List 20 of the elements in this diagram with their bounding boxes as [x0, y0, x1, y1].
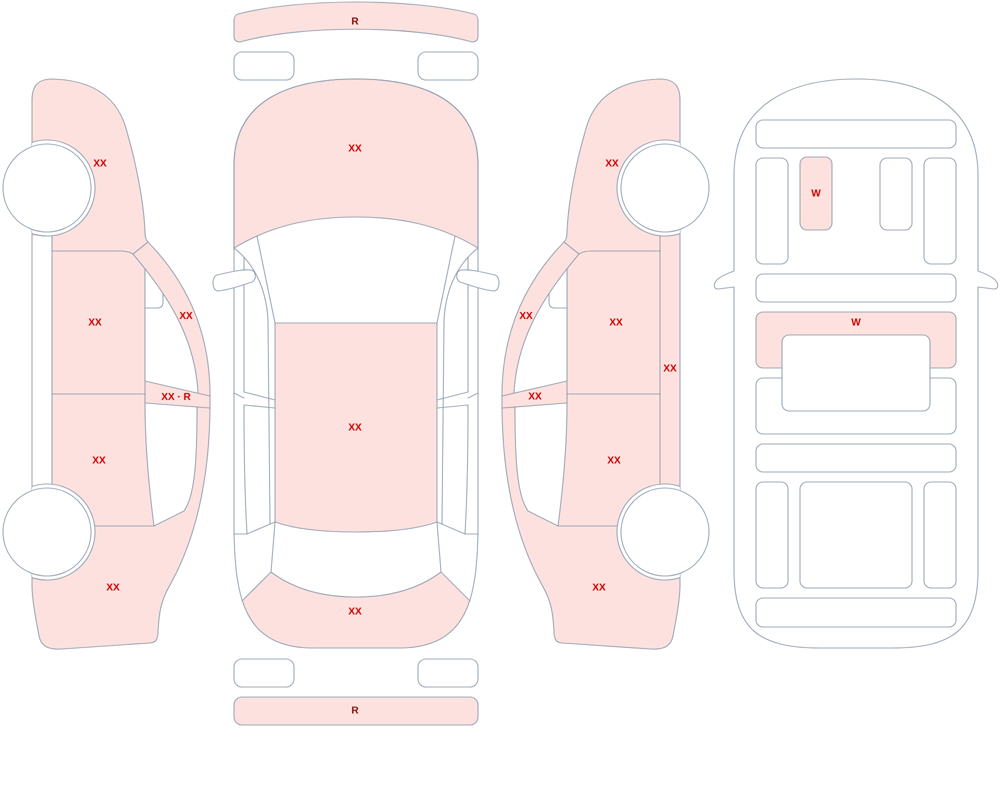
damage-code: XX [93, 160, 107, 166]
damage-code: R [352, 18, 358, 24]
damage-code: XX [663, 364, 677, 372]
damage-code: XX [519, 312, 533, 319]
damage-code: XX [609, 318, 623, 326]
damage-code: W [851, 318, 861, 326]
damage-code: XX · R [161, 393, 191, 400]
damage-code: XX [106, 584, 120, 590]
damage-code: R [352, 706, 358, 714]
damage-code: XX [528, 392, 542, 400]
damage-code: XX [348, 424, 362, 430]
damage-code: XX [92, 456, 106, 464]
damage-code: XX [88, 318, 102, 326]
damage-code: XX [348, 144, 362, 152]
damage-code: XX [348, 608, 362, 614]
damage-code: XX [607, 456, 621, 464]
damage-code: XX [179, 312, 193, 319]
damage-code: XX [605, 160, 619, 166]
damage-code: W [811, 190, 821, 196]
damage-code: XX [592, 584, 606, 590]
